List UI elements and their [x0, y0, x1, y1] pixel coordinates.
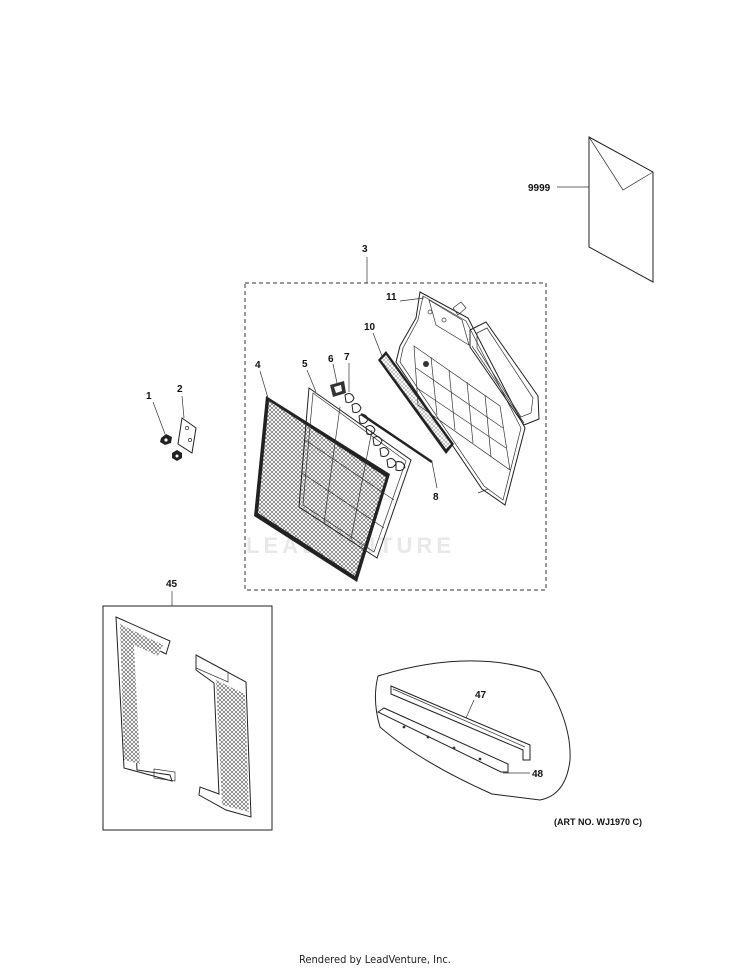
part-4-filter-panel[interactable] — [254, 396, 390, 582]
part-1-screw[interactable] — [160, 434, 182, 461]
callout-3[interactable]: 3 — [362, 244, 368, 255]
part-10-louver-bar[interactable] — [378, 351, 454, 454]
leader-line-10 — [372, 332, 383, 357]
leader-line-8 — [431, 461, 438, 489]
callout-2[interactable]: 2 — [177, 384, 183, 395]
part-6-bracket[interactable] — [330, 381, 346, 397]
callout-6[interactable]: 6 — [328, 354, 334, 365]
callout-48[interactable]: 48 — [532, 769, 544, 780]
part-45-side-panel-right[interactable] — [195, 654, 252, 818]
leader-line-2 — [181, 395, 185, 419]
footer-text: Rendered by LeadVenture, Inc. — [299, 953, 451, 966]
callout-5[interactable]: 5 — [302, 359, 308, 370]
part-48-lower-rail[interactable] — [376, 707, 509, 773]
callout-45[interactable]: 45 — [166, 579, 178, 590]
part-5-filter-frame[interactable] — [298, 387, 412, 559]
callout-1[interactable]: 1 — [146, 391, 152, 402]
callout-47[interactable]: 47 — [475, 690, 487, 701]
leader-line-11 — [399, 297, 425, 302]
callout-9999[interactable]: 9999 — [528, 183, 551, 194]
part-45-side-panel-left[interactable] — [115, 616, 176, 782]
art-number: (ART NO. WJ1970 C) — [554, 817, 642, 827]
callout-7[interactable]: 7 — [344, 352, 350, 363]
part-8-rod[interactable] — [360, 412, 433, 464]
leader-line-4 — [259, 370, 269, 399]
part-2-plate[interactable] — [177, 417, 197, 454]
callout-11[interactable]: 11 — [386, 292, 397, 303]
leader-line-1 — [152, 401, 166, 435]
callout-4[interactable]: 4 — [255, 360, 261, 371]
callout-10[interactable]: 10 — [364, 322, 376, 333]
leader-line-6 — [332, 363, 338, 384]
part-11-side-cover — [469, 321, 540, 426]
part-9999-manual[interactable] — [588, 136, 654, 283]
leader-line-5 — [306, 369, 317, 393]
part-45-kit-box — [102, 605, 273, 831]
callout-8[interactable]: 8 — [433, 492, 439, 503]
assembly-group-box — [244, 282, 547, 591]
part-11-grille-frame[interactable] — [395, 291, 526, 506]
part-47-48-group-outline — [374, 660, 571, 801]
leader-line-47 — [465, 699, 475, 719]
part-47-upper-rail[interactable] — [390, 685, 531, 761]
